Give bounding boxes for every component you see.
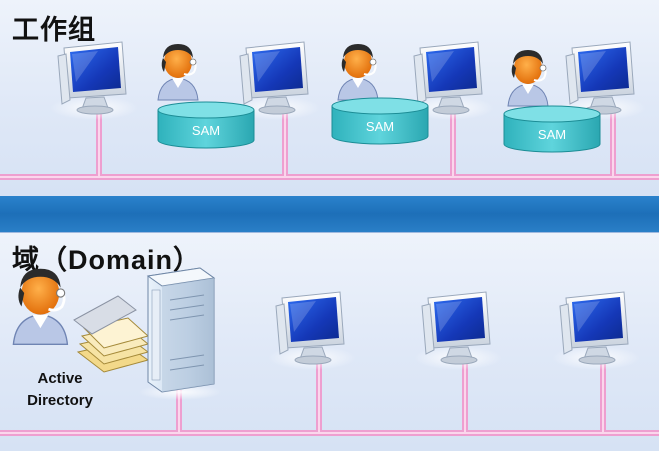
computer-icon — [551, 291, 641, 371]
sam-database-icon: SAM — [157, 101, 255, 149]
section-divider-band — [0, 196, 659, 232]
user-icon — [157, 43, 199, 101]
sam-label-1: SAM — [192, 123, 220, 138]
workgroup-network: SAM SAM SAM — [0, 41, 659, 180]
sam-label-2: SAM — [366, 119, 394, 134]
computer-icon — [413, 291, 503, 371]
user-icon — [12, 267, 69, 346]
directory-documents-icon — [73, 295, 150, 373]
computer-icon — [49, 41, 139, 121]
sam-database-icon: SAM — [331, 97, 429, 145]
workgroup-title: 工作组 — [12, 15, 96, 45]
user-icon — [507, 49, 549, 107]
sam-label-3: SAM — [538, 127, 566, 142]
user-icon — [337, 43, 379, 101]
active-directory-label: Active Directory — [14, 368, 106, 412]
sam-database-icon: SAM — [503, 105, 601, 153]
domain-network — [0, 267, 659, 436]
computer-icon — [267, 291, 357, 371]
active-directory-line-2: Directory — [27, 392, 93, 409]
active-directory-line-1: Active — [37, 370, 83, 387]
server-icon — [138, 267, 222, 400]
